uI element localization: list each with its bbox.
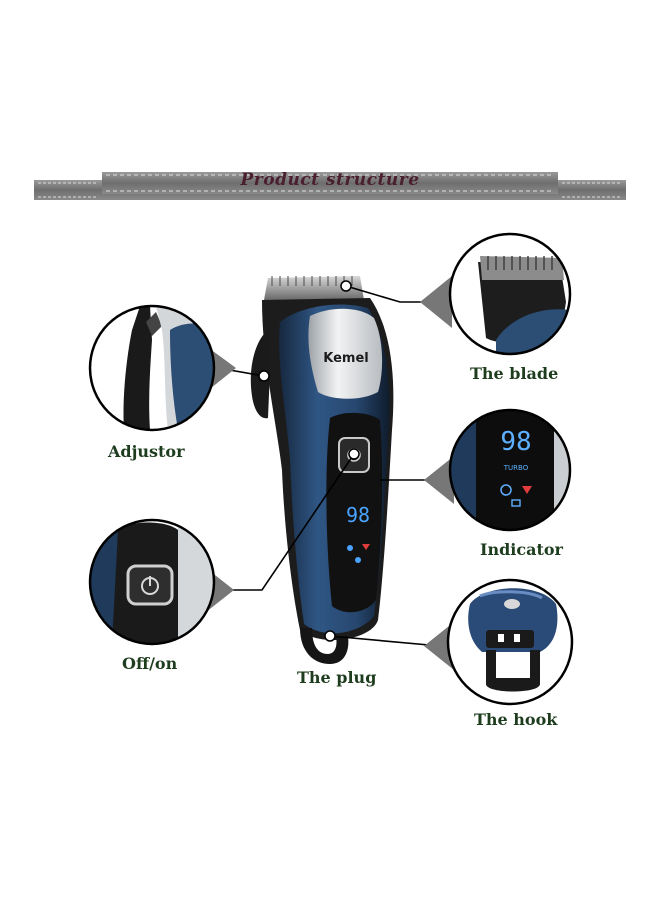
blade-circle [448, 232, 572, 356]
label-off-on: Off/on [122, 654, 178, 673]
callout-offon [88, 518, 234, 646]
brand-logo: Kemel [323, 351, 368, 366]
main-display-digits: 98 [346, 503, 370, 527]
main-silver-panel [308, 308, 383, 399]
banner-plate [102, 172, 558, 194]
callout-hook [424, 578, 574, 706]
main-charge-indicator [362, 544, 370, 550]
adjustor-circle [88, 304, 216, 432]
charge-icon [522, 486, 532, 494]
label-hook: The hook [474, 710, 558, 729]
label-plug: The plug [297, 668, 377, 687]
main-lock-indicator [347, 545, 353, 551]
adjustor-dot [258, 370, 270, 382]
offon-dot [348, 448, 360, 460]
label-blade: The blade [470, 364, 559, 383]
offon-leader [232, 453, 355, 591]
main-battery-indicator [355, 557, 361, 563]
label-adjustor: Adjustor [108, 442, 185, 461]
indicator-circle [448, 408, 572, 532]
title-banner [34, 172, 626, 200]
indicator-digits: 98 [500, 427, 531, 457]
hook-circle [446, 578, 574, 706]
callout-dots [258, 280, 360, 642]
blade-dot [340, 280, 352, 292]
lock-icon [500, 484, 512, 496]
plug-dot [324, 630, 336, 642]
label-indicator: Indicator [480, 540, 563, 559]
main-blade [264, 276, 364, 300]
callout-blade [420, 232, 572, 356]
callout-adjustor [88, 304, 236, 432]
offon-circle [88, 518, 216, 646]
plug-leader [329, 635, 441, 647]
clipper-main-image: Kemel 98 [250, 276, 394, 664]
banner-title: Product structure [240, 170, 420, 190]
indicator-mode: TURBO [503, 464, 529, 472]
callout-indicator: 98 TURBO [424, 408, 572, 532]
battery-icon [511, 499, 521, 507]
